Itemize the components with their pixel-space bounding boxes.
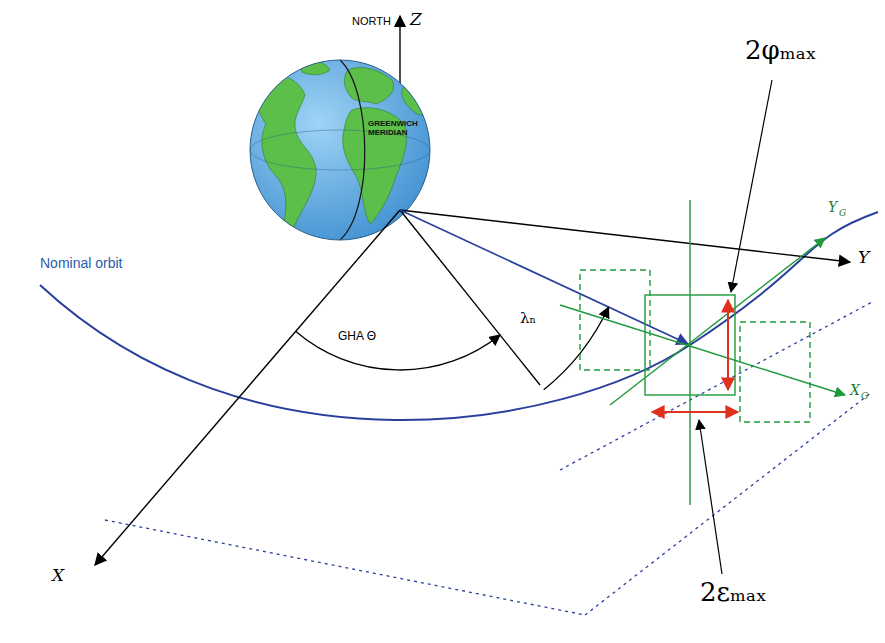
axis-subscript: G: [861, 392, 868, 402]
dimension-label: 2φₘₐₓ: [745, 36, 817, 65]
axis-subscript: G: [839, 209, 846, 219]
longitude-arc: [544, 307, 609, 390]
axis-label: Z: [410, 10, 422, 29]
axis-label: X: [850, 383, 860, 398]
station-keeping-box: [560, 200, 845, 505]
orbit-label: Nominal orbit: [40, 256, 122, 271]
angle-label: λₙ: [520, 310, 536, 327]
meridian-projection: [400, 210, 540, 385]
greenwich-meridian-line: [340, 60, 365, 240]
axis-label: Y: [828, 200, 837, 215]
equatorial-plane: [105, 302, 872, 615]
leader-line: [699, 420, 722, 574]
dimension-label: 2εₘₐₓ: [700, 578, 767, 607]
latitude-range-arrow: [727, 300, 729, 390]
leader-line: [731, 80, 772, 292]
longitude-range-arrow: [652, 411, 738, 413]
x-axis: [95, 210, 400, 565]
meridian-label: GREENWICH MERIDIAN: [368, 120, 426, 138]
axis-label: X: [52, 566, 64, 585]
gha-arc: [296, 331, 500, 370]
angle-label: GHA Θ: [338, 330, 376, 343]
axis-label: Y: [858, 248, 869, 267]
y-axis: [400, 210, 850, 262]
nominal-orbit: [40, 212, 878, 420]
axis-direction-label: NORTH: [352, 15, 391, 27]
